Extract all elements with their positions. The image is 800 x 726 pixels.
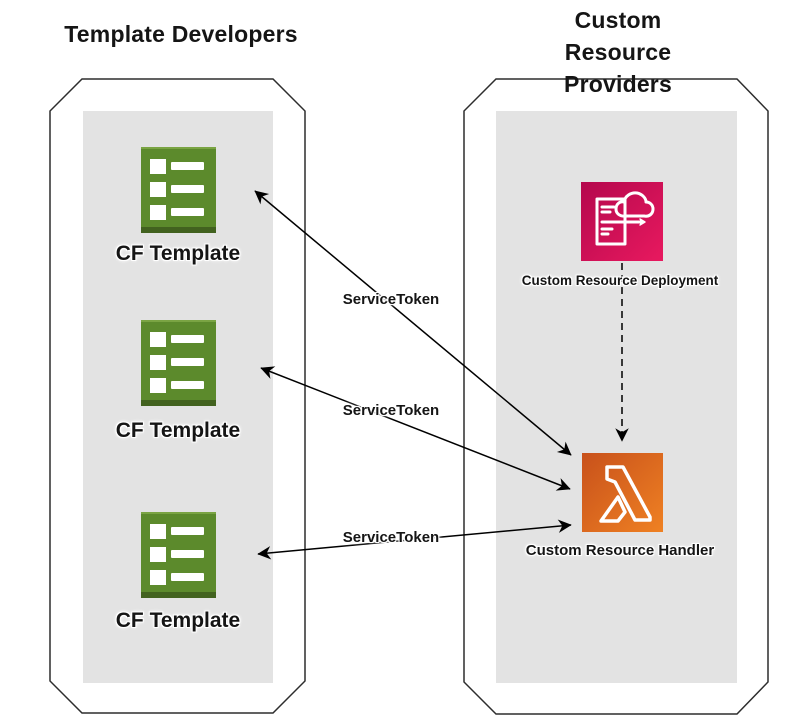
cf-icon-row bbox=[150, 570, 216, 585]
cloudformation-template-icon bbox=[141, 512, 216, 598]
cf-icon-row bbox=[150, 547, 216, 562]
cloudformation-template-icon bbox=[141, 147, 216, 233]
cf-template-label: CF Template bbox=[115, 242, 241, 265]
cloudformation-template-icon bbox=[141, 320, 216, 406]
right-panel-title: Custom Resource Providers bbox=[564, 7, 672, 97]
right-panel-shape bbox=[463, 78, 769, 715]
deployment-label: Custom Resource Deployment bbox=[521, 273, 719, 288]
cf-icon-row bbox=[150, 205, 216, 220]
handler-label: Custom Resource Handler bbox=[525, 542, 715, 559]
cf-icon-row bbox=[150, 524, 216, 539]
left-panel-title: Template Developers bbox=[64, 21, 298, 47]
lambda-icon bbox=[582, 453, 663, 532]
cf-icon-row bbox=[150, 159, 216, 174]
cf-icon-row bbox=[150, 332, 216, 347]
cf-template-label: CF Template bbox=[115, 609, 241, 632]
cf-template-label: CF Template bbox=[115, 419, 241, 442]
servicetoken-label: ServiceToken bbox=[342, 402, 440, 419]
custom-resource-deployment-icon bbox=[581, 182, 663, 261]
cf-icon-row bbox=[150, 182, 216, 197]
cf-icon-row bbox=[150, 378, 216, 393]
edge-servicetoken-2 bbox=[260, 366, 571, 491]
edge-servicetoken-3 bbox=[257, 519, 572, 560]
servicetoken-label: ServiceToken bbox=[342, 291, 440, 308]
servicetoken-label: ServiceToken bbox=[342, 529, 440, 546]
cf-icon-row bbox=[150, 355, 216, 370]
